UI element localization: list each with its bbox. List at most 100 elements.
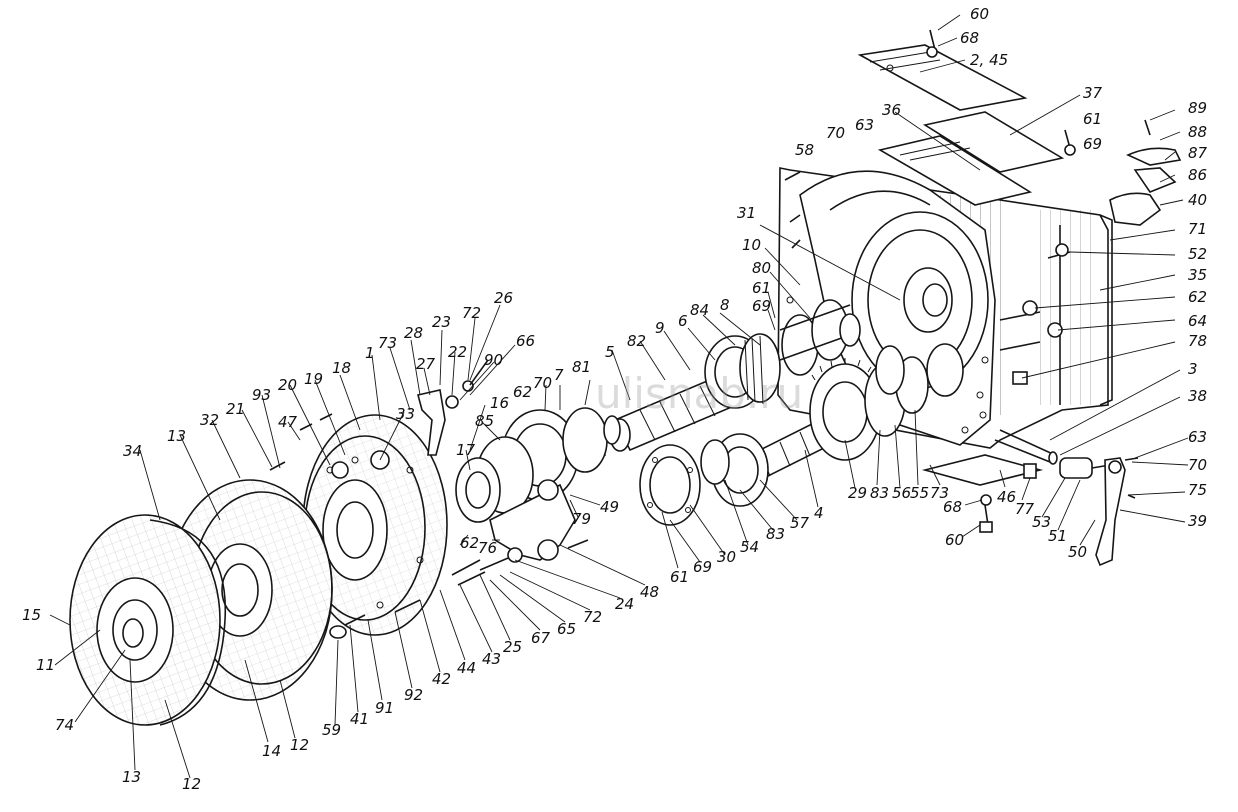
callout-26: 26 bbox=[494, 289, 513, 307]
callout-88: 88 bbox=[1188, 123, 1207, 141]
callout-labels: 60 68 2, 45 37 36 89 88 61 69 87 63 70 5… bbox=[22, 5, 1208, 793]
callout-93: 93 bbox=[252, 386, 271, 404]
leader-lines bbox=[49, 14, 1189, 779]
callout-67: 67 bbox=[531, 629, 551, 647]
callout-73: 73 bbox=[930, 484, 949, 502]
callout-13: 13 bbox=[122, 768, 141, 786]
callout-4: 4 bbox=[814, 504, 824, 522]
callout-35: 35 bbox=[1188, 266, 1207, 284]
callout-8: 8 bbox=[720, 296, 730, 314]
callout-5: 5 bbox=[605, 343, 615, 361]
callout-82: 82 bbox=[627, 332, 646, 350]
callout-72: 72 bbox=[462, 304, 481, 322]
callout-43: 43 bbox=[482, 650, 501, 668]
callout-70: 70 bbox=[533, 374, 552, 392]
callout-12: 12 bbox=[182, 775, 201, 793]
callout-13: 13 bbox=[167, 427, 186, 445]
callout-49: 49 bbox=[600, 498, 619, 516]
callout-55: 55 bbox=[910, 484, 929, 502]
callout-19: 19 bbox=[304, 370, 323, 388]
clutch-plates bbox=[69, 359, 589, 726]
callout-68: 68 bbox=[960, 29, 979, 47]
callout-72: 72 bbox=[583, 608, 602, 626]
callout-62: 62 bbox=[460, 534, 479, 552]
callout-87: 87 bbox=[1188, 144, 1208, 162]
callout-41: 41 bbox=[350, 710, 369, 728]
callout-78: 78 bbox=[1188, 332, 1207, 350]
callout-69: 69 bbox=[1083, 135, 1102, 153]
callout-39: 39 bbox=[1188, 512, 1207, 530]
callout-40: 40 bbox=[1188, 191, 1207, 209]
callout-16: 16 bbox=[490, 394, 509, 412]
callout-70: 70 bbox=[1188, 456, 1207, 474]
callout-51: 51 bbox=[1048, 527, 1067, 545]
callout-33: 33 bbox=[396, 405, 415, 423]
callout-73: 73 bbox=[378, 334, 397, 352]
callout-36: 36 bbox=[882, 101, 901, 119]
callout-83: 83 bbox=[870, 484, 889, 502]
callout-17: 17 bbox=[456, 441, 476, 459]
callout-54: 54 bbox=[740, 538, 759, 556]
callout-66: 66 bbox=[516, 332, 535, 350]
callout-65: 65 bbox=[557, 620, 576, 638]
callout-60: 60 bbox=[945, 531, 964, 549]
callout-11: 11 bbox=[36, 656, 55, 674]
callout-29: 29 bbox=[848, 484, 867, 502]
callout-48: 48 bbox=[640, 583, 659, 601]
callout-42: 42 bbox=[432, 670, 451, 688]
callout-61: 61 bbox=[752, 279, 771, 297]
callout-10: 10 bbox=[742, 236, 761, 254]
callout-30: 30 bbox=[717, 548, 736, 566]
callout-52: 52 bbox=[1188, 245, 1207, 263]
callout-83: 83 bbox=[766, 525, 785, 543]
watermark-text: ulisnab.ru bbox=[595, 369, 803, 418]
callout-89: 89 bbox=[1188, 99, 1207, 117]
callout-62: 62 bbox=[513, 383, 532, 401]
callout-75: 75 bbox=[1188, 481, 1207, 499]
callout-27: 27 bbox=[416, 355, 436, 373]
callout-50: 50 bbox=[1068, 543, 1087, 561]
callout-18: 18 bbox=[332, 359, 351, 377]
callout-37: 37 bbox=[1083, 84, 1103, 102]
callout-80: 80 bbox=[752, 259, 771, 277]
callout-56: 56 bbox=[892, 484, 911, 502]
callout-60: 60 bbox=[970, 5, 989, 23]
callout-6: 6 bbox=[678, 312, 688, 330]
callout-47: 47 bbox=[278, 413, 298, 431]
callout-63: 63 bbox=[1188, 428, 1207, 446]
callout-81: 81 bbox=[572, 358, 591, 376]
callout-25: 25 bbox=[503, 638, 522, 656]
callout-2-45: 2, 45 bbox=[970, 51, 1008, 69]
callout-71: 71 bbox=[1188, 220, 1207, 238]
callout-68: 68 bbox=[943, 498, 962, 516]
callout-14: 14 bbox=[262, 742, 281, 760]
callout-46: 46 bbox=[997, 488, 1016, 506]
gear-shafts bbox=[455, 299, 929, 561]
callout-32: 32 bbox=[200, 411, 219, 429]
callout-24: 24 bbox=[615, 595, 634, 613]
callout-61: 61 bbox=[1083, 110, 1102, 128]
callout-74: 74 bbox=[55, 716, 74, 734]
callout-57: 57 bbox=[790, 514, 810, 532]
callout-86: 86 bbox=[1188, 166, 1207, 184]
callout-9: 9 bbox=[655, 319, 665, 337]
callout-91: 91 bbox=[375, 699, 394, 717]
side-lever-parts bbox=[784, 29, 1182, 567]
callout-61: 61 bbox=[670, 568, 689, 586]
callout-58: 58 bbox=[795, 141, 814, 159]
callout-44: 44 bbox=[457, 659, 476, 677]
callout-92: 92 bbox=[404, 686, 423, 704]
callout-20: 20 bbox=[278, 376, 297, 394]
callout-21: 21 bbox=[226, 400, 245, 418]
callout-28: 28 bbox=[404, 324, 423, 342]
callout-77: 77 bbox=[1015, 500, 1035, 518]
callout-34: 34 bbox=[123, 442, 142, 460]
callout-76: 76 bbox=[478, 539, 497, 557]
callout-69: 69 bbox=[752, 297, 771, 315]
callout-85: 85 bbox=[475, 412, 494, 430]
callout-22: 22 bbox=[448, 343, 467, 361]
callout-15: 15 bbox=[22, 606, 41, 624]
callout-12: 12 bbox=[290, 736, 309, 754]
callout-64: 64 bbox=[1188, 312, 1207, 330]
